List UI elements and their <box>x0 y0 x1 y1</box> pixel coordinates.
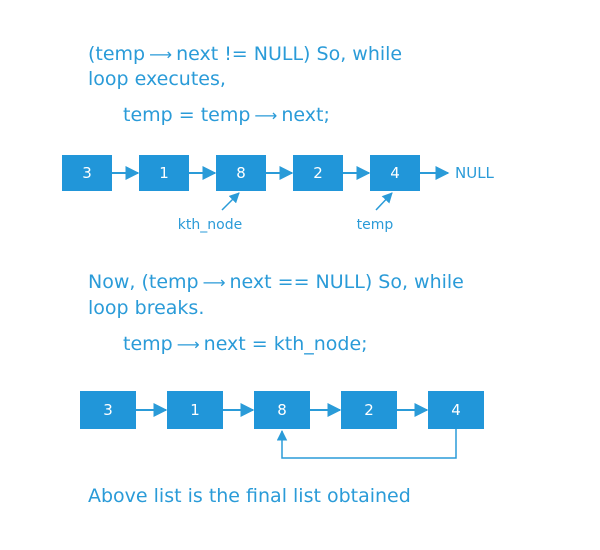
temp-pointer-arrow <box>375 192 393 211</box>
step2-code-prefix: temp <box>123 333 173 355</box>
step1-code-prefix: temp = temp <box>123 104 251 126</box>
list2-node-label-3: 2 <box>364 401 374 419</box>
arrow-right-icon: ⟶ <box>149 45 173 64</box>
arrow-right-icon: ⟶ <box>254 106 278 125</box>
list2-node-4 <box>428 391 484 429</box>
list2-loop-link <box>276 429 457 459</box>
step2-code-line: temp⟶next = kth_node; <box>123 332 368 357</box>
kth-node-label: kth_node <box>178 217 242 233</box>
list2-node-label-2: 8 <box>277 401 287 419</box>
list2-node-label-0: 3 <box>103 401 113 419</box>
list1-node-2 <box>216 155 266 191</box>
list1-node-3 <box>293 155 343 191</box>
arrow-right-icon: ⟶ <box>176 335 200 354</box>
list2-node-0 <box>80 391 136 429</box>
step2-condition-prefix: Now, (temp <box>88 271 199 293</box>
list1-node-1 <box>139 155 189 191</box>
list2: 3 1 8 2 4 <box>80 391 484 459</box>
list1-node-4 <box>370 155 420 191</box>
step2-condition-line2: loop breaks. <box>88 297 205 319</box>
list1-node-0 <box>62 155 112 191</box>
temp-label: temp <box>357 217 394 233</box>
list1-null-label: NULL <box>455 164 495 182</box>
list1: 3 1 8 2 4 NULL kth_node temp <box>62 155 495 233</box>
step2-condition-suffix: next == NULL) So, while <box>229 271 464 293</box>
kth-node-pointer-arrow <box>221 192 240 211</box>
step1-code-line: temp = temp⟶next; <box>123 103 330 128</box>
list1-node-label-0: 3 <box>82 164 92 182</box>
list2-node-label-1: 1 <box>190 401 200 419</box>
list2-node-label-4: 4 <box>451 401 461 419</box>
step2-code-suffix: next = kth_node; <box>203 333 368 355</box>
step2-condition-line: Now, (temp⟶next == NULL) So, while <box>88 270 464 295</box>
list1-node-label-1: 1 <box>159 164 169 182</box>
footer-caption: Above list is the final list obtained <box>88 485 411 507</box>
list2-node-1 <box>167 391 223 429</box>
step1-condition-suffix: next != NULL) So, while <box>176 43 403 65</box>
list2-node-3 <box>341 391 397 429</box>
step1-condition-line2: loop executes, <box>88 68 226 90</box>
step1-condition-line: (temp⟶next != NULL) So, while <box>88 42 402 67</box>
list1-node-label-4: 4 <box>390 164 400 182</box>
step1-code-suffix: next; <box>281 104 330 126</box>
list1-node-label-3: 2 <box>313 164 323 182</box>
list1-node-label-2: 8 <box>236 164 246 182</box>
list2-node-2 <box>254 391 310 429</box>
step1-condition-prefix: (temp <box>88 43 146 65</box>
arrow-right-icon: ⟶ <box>202 273 226 292</box>
